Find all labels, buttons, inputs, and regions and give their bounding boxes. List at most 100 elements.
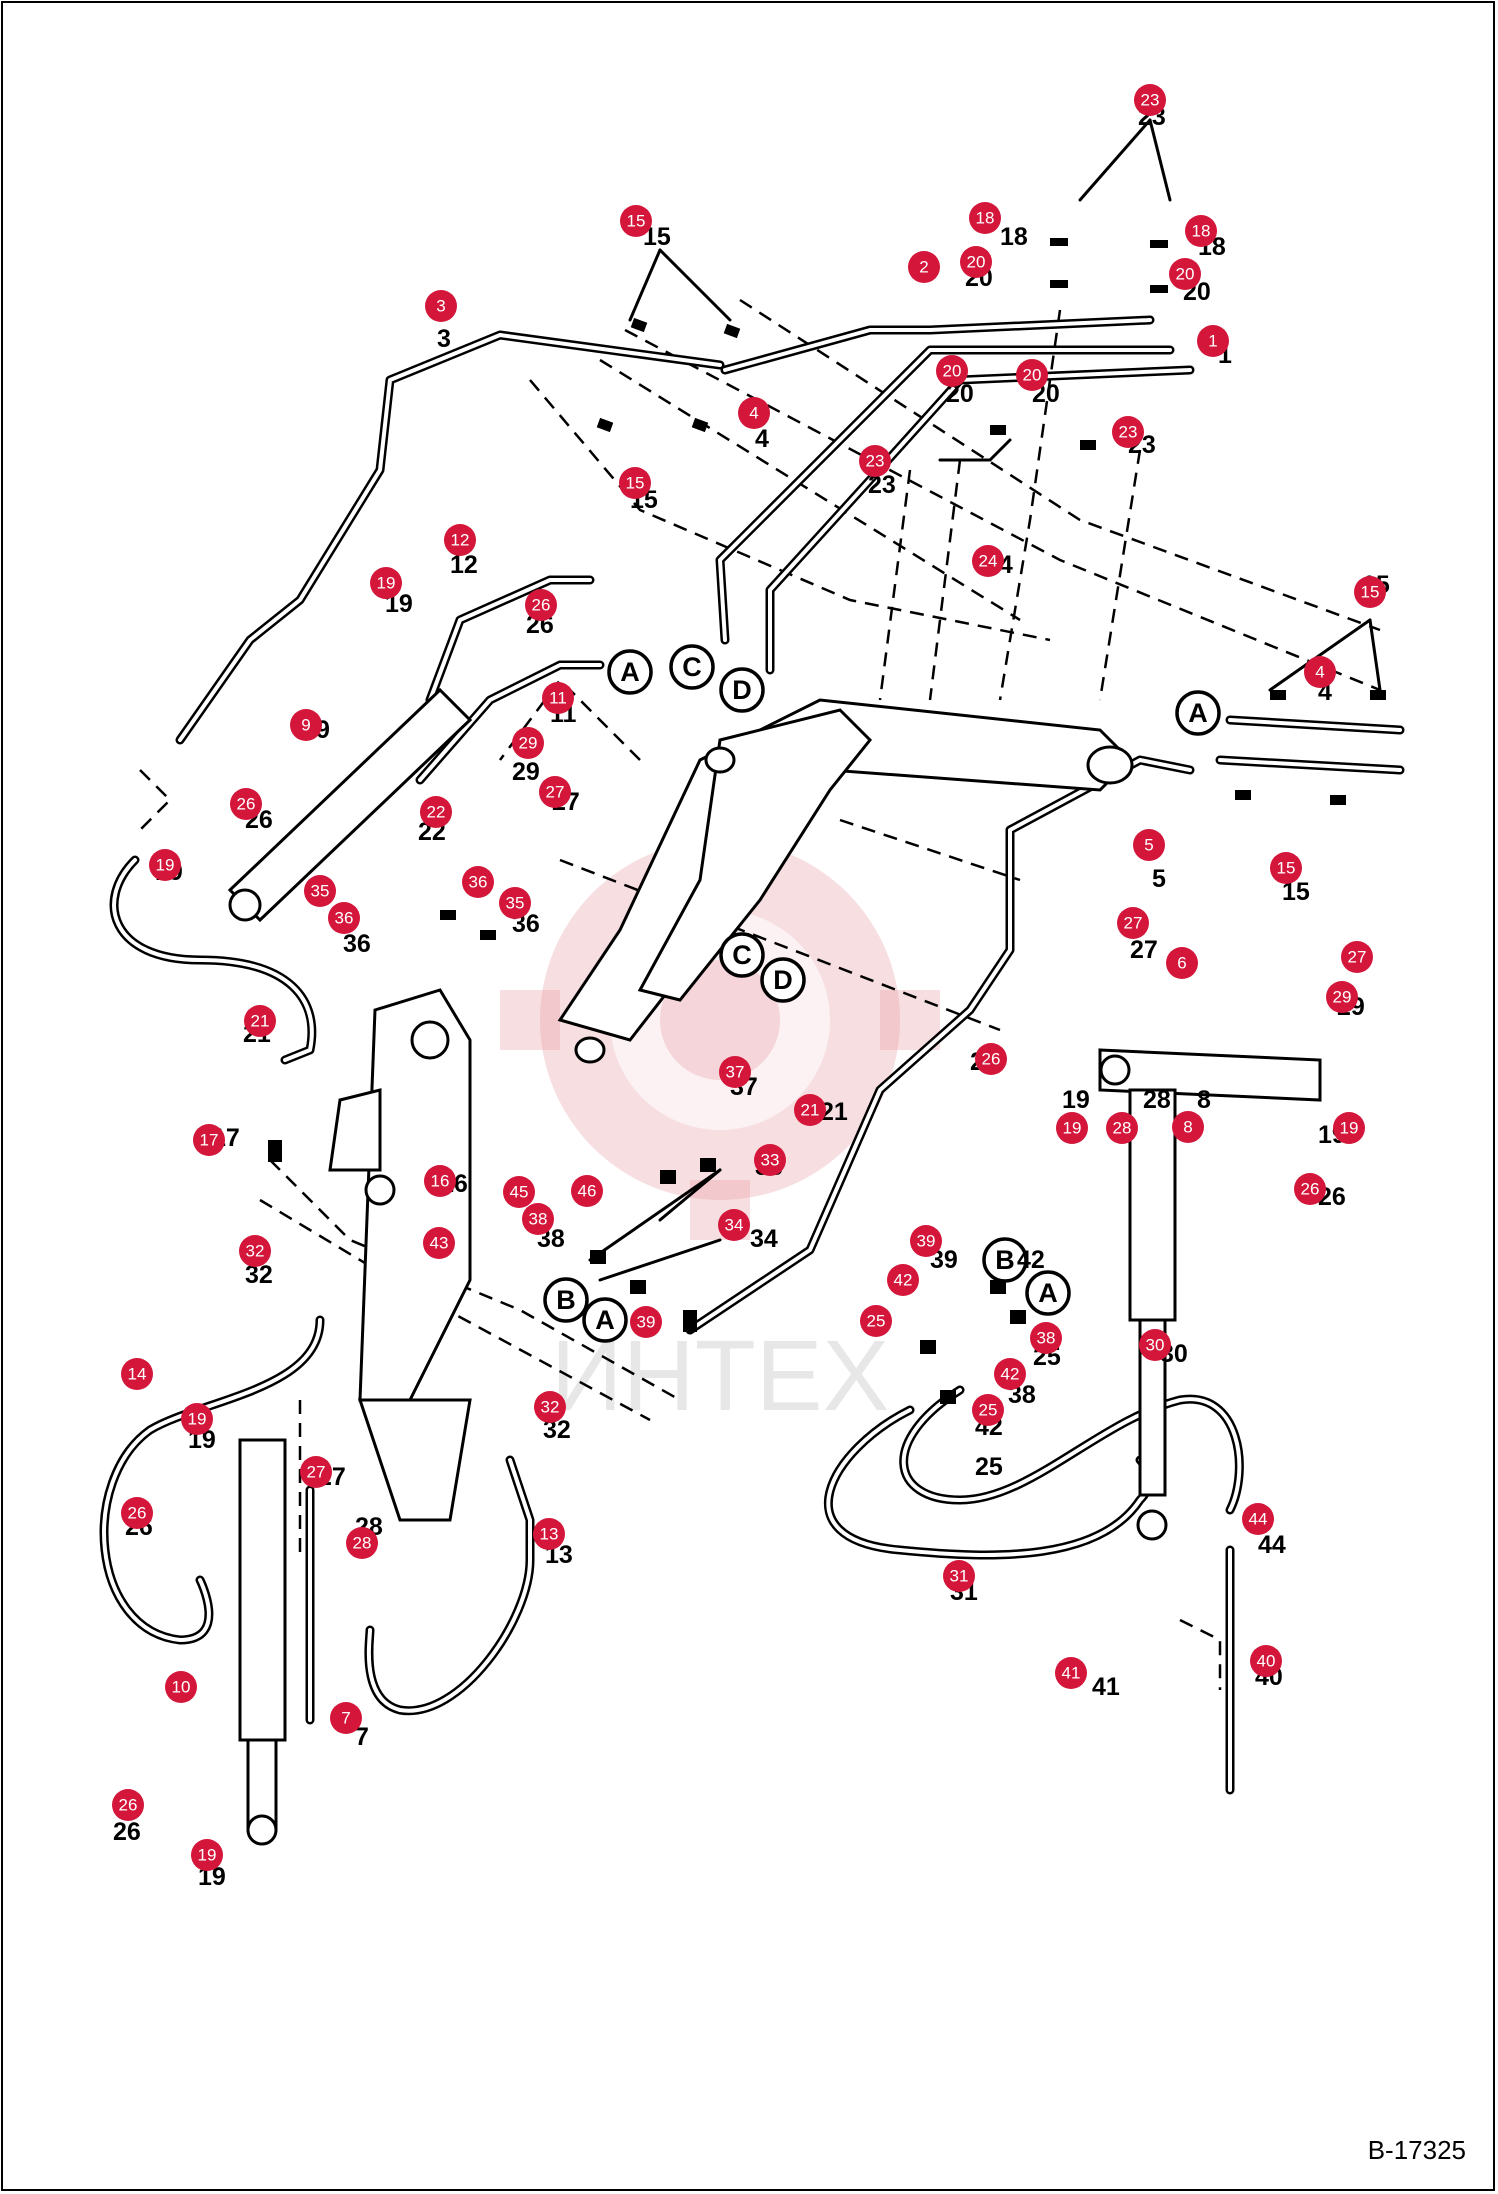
callout-marker: 46 [571, 1175, 603, 1207]
callout-marker: 28 [1106, 1112, 1138, 1144]
callout-marker: 26 [525, 589, 557, 621]
callout-marker: 21 [794, 1094, 826, 1126]
svg-text:25: 25 [867, 1312, 886, 1331]
svg-text:44: 44 [1249, 1510, 1268, 1529]
svg-text:D: D [773, 965, 793, 995]
callout-marker: 29 [512, 727, 544, 759]
callout-marker: 26 [1294, 1173, 1326, 1205]
svg-text:D: D [732, 675, 752, 705]
callout-marker: 19 [1333, 1112, 1365, 1144]
callouts: 23 18 18 15 2 20 20 3 1 20 20 4 23 23 15… [112, 84, 1386, 1871]
connector-A-left: A [582, 1297, 628, 1343]
callout-marker: 23 [1134, 84, 1166, 116]
svg-text:28: 28 [353, 1534, 372, 1553]
callout-marker: 15 [1354, 576, 1386, 608]
svg-text:42: 42 [894, 1271, 913, 1290]
connector-A-right: A [1175, 690, 1221, 736]
part-number: 8 [1197, 1086, 1211, 1114]
svg-text:42: 42 [1001, 1365, 1020, 1384]
connector-B-right: B [982, 1237, 1028, 1283]
svg-text:A: A [620, 657, 640, 687]
svg-text:17: 17 [200, 1131, 219, 1150]
callout-marker: 25 [972, 1394, 1004, 1426]
callout-marker: 4 [738, 397, 770, 429]
svg-text:11: 11 [549, 689, 567, 708]
callout-marker: 19 [181, 1403, 213, 1435]
callout-marker: 4 [1304, 656, 1336, 688]
connector-D-mid: D [760, 957, 806, 1003]
svg-text:38: 38 [1037, 1329, 1056, 1348]
svg-text:29: 29 [1333, 988, 1352, 1007]
part-number: 44 [1258, 1531, 1286, 1559]
dashed-routing [139, 298, 1381, 1690]
boom-arm [557, 698, 1134, 1064]
svg-text:27: 27 [307, 1463, 326, 1482]
callout-marker: 20 [960, 246, 992, 278]
callout-marker: 37 [719, 1056, 751, 1088]
svg-text:A: A [1188, 698, 1208, 728]
svg-text:13: 13 [540, 1525, 559, 1544]
svg-text:21: 21 [251, 1012, 270, 1031]
svg-text:2: 2 [919, 258, 928, 277]
svg-text:8: 8 [1183, 1118, 1192, 1137]
svg-text:36: 36 [335, 909, 354, 928]
svg-text:1: 1 [1208, 332, 1217, 351]
svg-text:7: 7 [341, 1709, 350, 1728]
svg-text:14: 14 [128, 1365, 147, 1384]
connector-C-mid: C [719, 932, 765, 978]
svg-text:26: 26 [119, 1796, 138, 1815]
part-number: 28 [1143, 1086, 1171, 1114]
callout-marker: 17 [193, 1124, 225, 1156]
connector-C: C [669, 644, 715, 690]
callout-marker: 6 [1166, 947, 1198, 979]
part-number: 19 [1062, 1086, 1090, 1114]
svg-text:4: 4 [749, 404, 758, 423]
svg-text:43: 43 [430, 1234, 449, 1253]
callout-marker: 26 [121, 1497, 153, 1529]
svg-text:26: 26 [237, 795, 256, 814]
part-number: 42 [1017, 1246, 1045, 1274]
svg-text:9: 9 [301, 716, 310, 735]
callout-marker: 26 [112, 1789, 144, 1821]
svg-text:39: 39 [917, 1232, 936, 1251]
svg-text:19: 19 [1340, 1119, 1359, 1138]
callout-marker: 20 [1169, 258, 1201, 290]
callout-marker: 15 [620, 205, 652, 237]
svg-text:20: 20 [943, 362, 962, 381]
callout-marker: 23 [1112, 416, 1144, 448]
svg-text:24: 24 [979, 552, 998, 571]
part-number: 18 [1000, 223, 1028, 251]
callout-marker: 24 [972, 545, 1004, 577]
callout-marker: 32 [534, 1391, 566, 1423]
svg-text:29: 29 [519, 734, 538, 753]
svg-text:20: 20 [1023, 366, 1042, 385]
svg-text:30: 30 [1146, 1336, 1165, 1355]
callout-marker: 20 [936, 355, 968, 387]
svg-text:B: B [995, 1245, 1015, 1275]
svg-text:12: 12 [451, 531, 470, 550]
svg-text:15: 15 [627, 212, 646, 231]
svg-text:19: 19 [198, 1846, 217, 1865]
callout-marker: 25 [860, 1305, 892, 1337]
callout-marker: 26 [230, 788, 262, 820]
svg-text:32: 32 [246, 1242, 265, 1261]
callout-marker: 35 [499, 887, 531, 919]
callout-marker: 33 [754, 1144, 786, 1176]
connector-A: A [607, 649, 653, 695]
callout-marker: 12 [444, 524, 476, 556]
callout-marker: 36 [328, 902, 360, 934]
svg-text:39: 39 [637, 1313, 656, 1332]
callout-marker: 9 [290, 709, 322, 741]
part-number: 7 [355, 1723, 369, 1751]
callout-marker: 23 [859, 445, 891, 477]
svg-text:27: 27 [1124, 914, 1143, 933]
part-number: 36 [343, 930, 371, 958]
callout-marker: 36 [462, 866, 494, 898]
part-number: 26 [113, 1818, 141, 1846]
part-number: 3 [437, 325, 451, 353]
callout-marker: 19 [149, 849, 181, 881]
callout-marker: 30 [1139, 1329, 1171, 1361]
svg-text:46: 46 [578, 1182, 597, 1201]
